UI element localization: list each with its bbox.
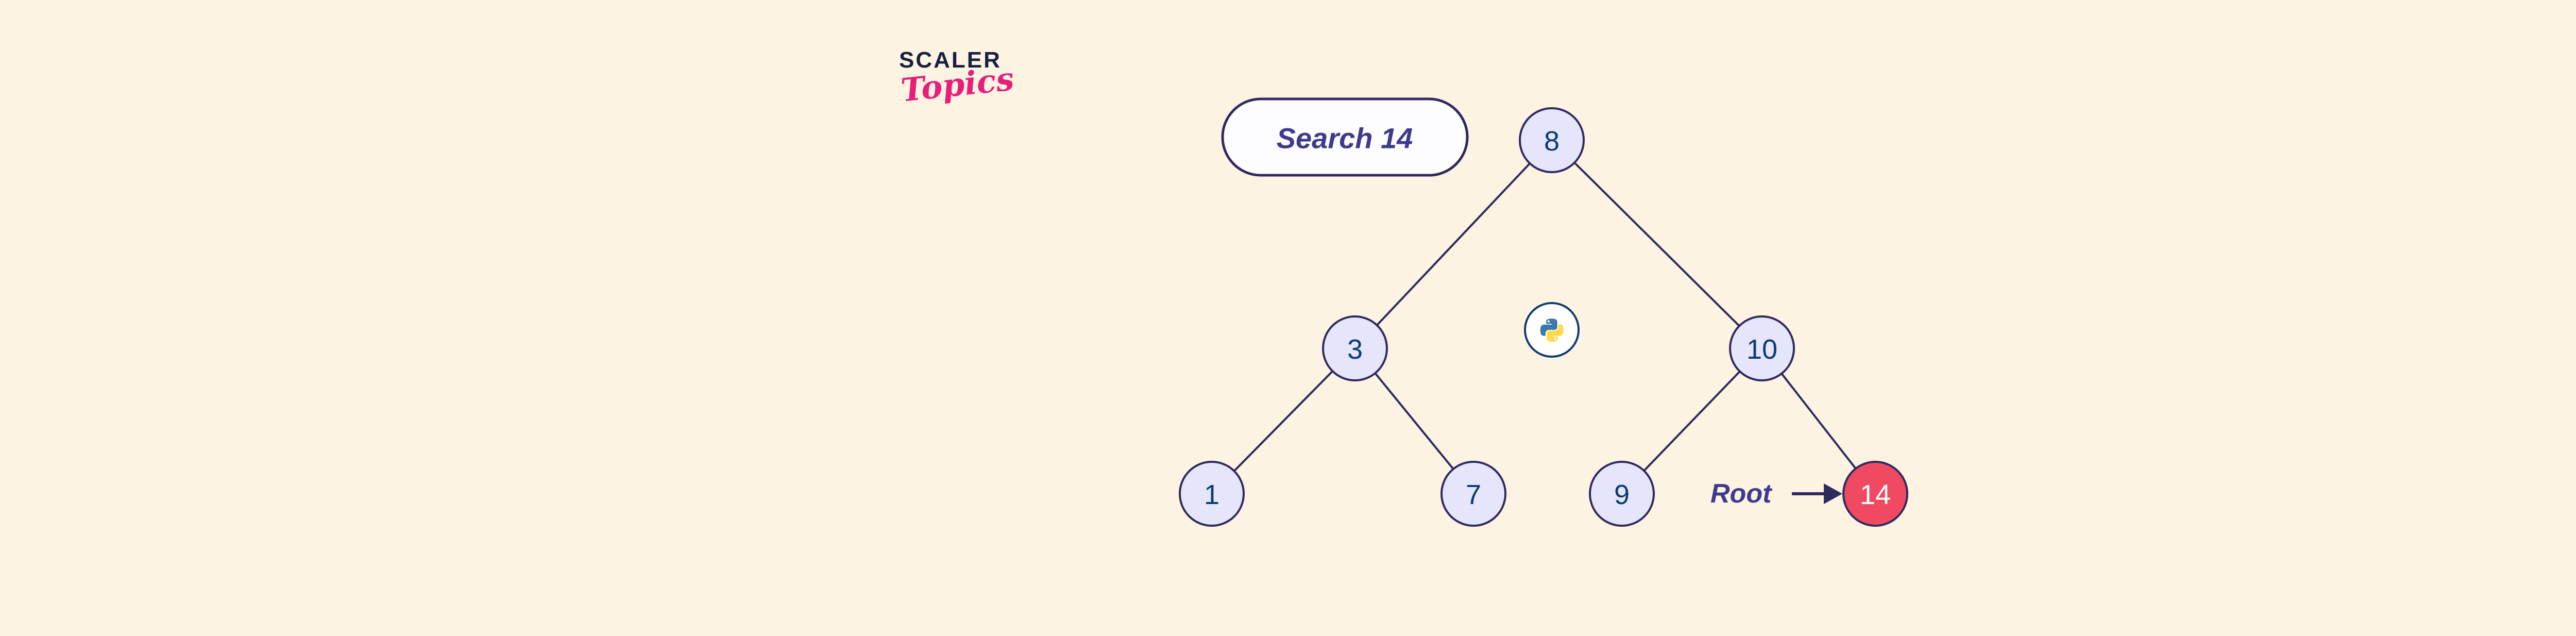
- scaler-topics-logo: SCALER Topics: [899, 49, 1054, 137]
- root-label: Root: [1710, 479, 1773, 509]
- node-circle-9[interactable]: [1589, 461, 1655, 527]
- tree-node-3[interactable]: 3: [1322, 315, 1388, 381]
- node-circle-1[interactable]: [1179, 461, 1245, 527]
- search-pill[interactable]: Search 14: [1221, 97, 1469, 177]
- node-circle-14[interactable]: [1842, 461, 1908, 527]
- tree-node-14[interactable]: 14: [1842, 461, 1908, 527]
- node-label-7: 7: [1466, 479, 1481, 510]
- root-annotation: Root: [1710, 479, 1842, 509]
- python-yellow-snake-icon: [1547, 324, 1564, 342]
- edge-3-1: [1211, 347, 1356, 495]
- python-blue-snake-icon: [1540, 319, 1557, 336]
- node-label-3: 3: [1347, 334, 1363, 365]
- node-label-10: 10: [1747, 334, 1777, 365]
- root-arrow-icon: [1792, 483, 1842, 504]
- node-circle-3[interactable]: [1322, 315, 1388, 381]
- edge-10-9: [1621, 347, 1763, 495]
- tree-node-1[interactable]: 1: [1179, 461, 1245, 527]
- node-circle-10[interactable]: [1729, 315, 1795, 381]
- tree-nodes: 8 3 10 1 7 9: [1179, 107, 1908, 527]
- node-label-9: 9: [1614, 479, 1630, 510]
- node-circle-7[interactable]: [1440, 461, 1506, 527]
- python-badge-background: [1524, 302, 1580, 358]
- search-pill-label: Search 14: [1277, 122, 1413, 155]
- tree-node-10[interactable]: 10: [1729, 315, 1795, 381]
- node-label-14: 14: [1860, 479, 1891, 510]
- node-circle-8[interactable]: [1519, 107, 1585, 173]
- search-pill-background[interactable]: [1221, 97, 1469, 177]
- tree-node-8[interactable]: 8: [1519, 107, 1585, 173]
- tree-node-9[interactable]: 9: [1589, 461, 1655, 527]
- edge-8-3: [1354, 139, 1553, 349]
- node-label-8: 8: [1544, 126, 1560, 157]
- tree-node-7[interactable]: 7: [1440, 461, 1506, 527]
- node-label-1: 1: [1204, 479, 1219, 510]
- python-logo-badge: [1524, 302, 1580, 358]
- logo-primary-text: SCALER: [899, 47, 1002, 73]
- edge-8-10: [1551, 139, 1763, 349]
